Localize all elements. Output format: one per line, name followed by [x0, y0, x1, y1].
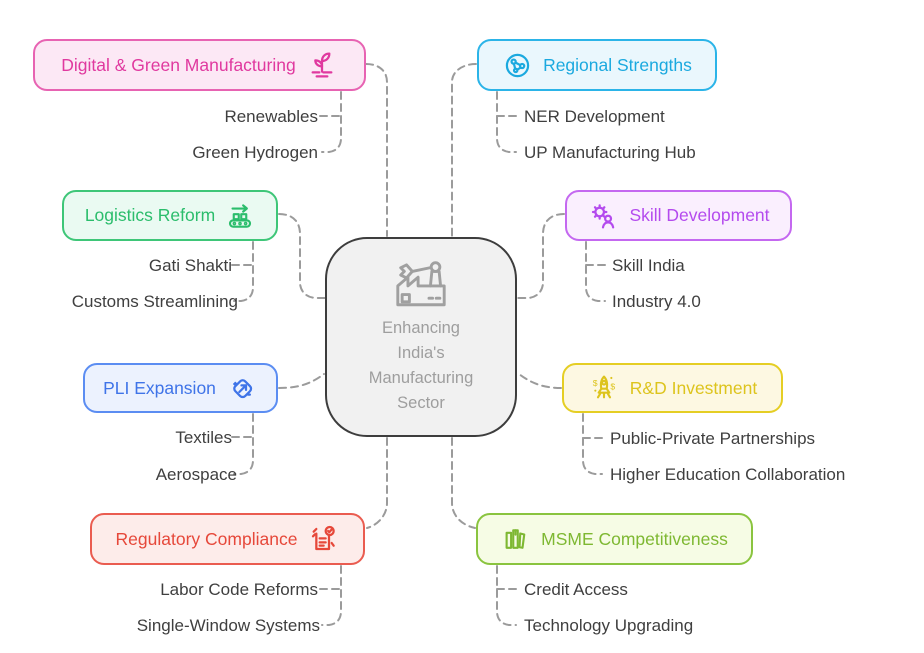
branch-node-msme-competitiveness[interactable]: MSME Competitiveness — [476, 513, 753, 565]
gear-person-icon — [592, 203, 615, 228]
branch-label: Logistics Reform — [84, 205, 216, 225]
center-label: Enhancing India's Manufacturing Sector — [369, 316, 474, 416]
branch-label: Regulatory Compliance — [115, 528, 298, 549]
branch-item[interactable]: Credit Access — [524, 580, 628, 599]
center-node[interactable]: Enhancing India's Manufacturing Sector — [325, 237, 517, 437]
svg-text:$: $ — [610, 381, 615, 391]
branch-item[interactable]: Customs Streamlining — [71, 292, 238, 311]
conveyor-belt-icon — [229, 203, 252, 228]
branch-node-digital-green-manufacturing[interactable]: Digital & Green Manufacturing — [33, 39, 366, 91]
branch-item[interactable]: Renewables — [224, 107, 318, 126]
connector-branch-5 — [518, 373, 562, 389]
branch-item[interactable]: Higher Education Collaboration — [610, 465, 846, 484]
connector-branch-3 — [517, 213, 565, 299]
center-label-line: India's — [397, 343, 445, 362]
branch-item[interactable]: Technology Upgrading — [524, 616, 694, 635]
rocket-dollar-icon: $ $ — [593, 375, 615, 399]
branch-item[interactable]: Industry 4.0 — [612, 292, 701, 311]
branch-item[interactable]: Labor Code Reforms — [160, 580, 318, 599]
factory-robot-arm-icon — [396, 261, 446, 307]
branch-node-pli-expansion[interactable]: PLI Expansion — [83, 363, 278, 413]
connector-branch-4 — [278, 373, 325, 389]
branch-node-skill-development[interactable]: Skill Development — [565, 190, 792, 241]
connector-items-7 — [496, 565, 517, 626]
connector-items-6 — [321, 565, 342, 626]
document-check-icon — [312, 525, 336, 551]
connector-items-1 — [496, 91, 517, 153]
connector-branch-0 — [365, 63, 388, 237]
branch-label: Regional Strengths — [543, 54, 692, 75]
connector-branch-1 — [451, 63, 477, 237]
connector-items-3 — [585, 241, 606, 302]
connector-branch-2 — [278, 213, 326, 299]
branch-item[interactable]: Skill India — [612, 256, 685, 275]
branch-item[interactable]: Aerospace — [155, 465, 237, 484]
branch-item[interactable]: Single-Window Systems — [136, 616, 320, 635]
branch-label: PLI Expansion — [103, 377, 216, 398]
branch-item[interactable]: Textiles — [175, 428, 232, 447]
center-label-line: Sector — [397, 394, 445, 413]
center-label-line: Enhancing — [382, 318, 460, 337]
branch-item[interactable]: Green Hydrogen — [192, 143, 318, 162]
center-label-line: Manufacturing — [368, 369, 474, 387]
svg-text:$: $ — [593, 378, 598, 388]
connector-branch-6 — [366, 437, 388, 529]
branch-node-regional-strengths[interactable]: Regional Strengths — [477, 39, 717, 91]
connector-items-5 — [582, 413, 603, 475]
branch-label: MSME Competitiveness — [541, 528, 728, 549]
branch-item[interactable]: Public-Private Partnerships — [610, 429, 816, 448]
globe-network-icon — [505, 53, 530, 77]
buildings-icon — [505, 529, 526, 549]
connector-items-0 — [321, 91, 342, 153]
branch-item[interactable]: UP Manufacturing Hub — [524, 143, 696, 162]
magnet-arrow-icon — [233, 379, 253, 399]
branch-node-logistics-reform[interactable]: Logistics Reform — [62, 190, 278, 241]
branch-label: Skill Development — [629, 205, 770, 225]
plant-sprout-icon — [311, 52, 333, 78]
connector-branch-7 — [451, 437, 476, 529]
branch-node-regulatory-compliance[interactable]: Regulatory Compliance — [90, 513, 365, 565]
branch-node-rd-investment[interactable]: $ $ R&D Investment — [562, 363, 783, 413]
branch-item[interactable]: Gati Shakti — [148, 256, 232, 275]
branch-item[interactable]: NER Development — [524, 107, 665, 126]
branch-label: R&D Investment — [629, 377, 758, 398]
branch-label: Digital & Green Manufacturing — [61, 54, 296, 75]
